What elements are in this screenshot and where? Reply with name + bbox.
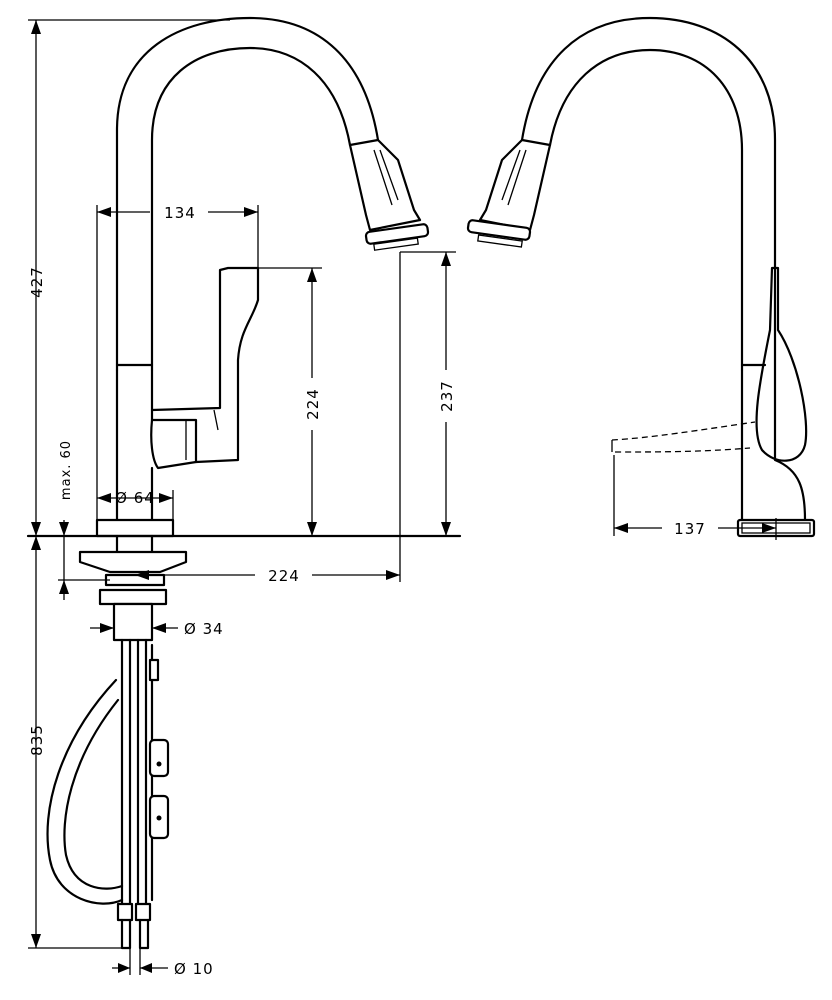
label-hose-length: 835 <box>28 724 46 756</box>
label-max-deck: max. 60 <box>59 440 74 500</box>
front-spray-head <box>478 138 552 232</box>
label-outlet-height: 237 <box>438 380 456 412</box>
weight-screw-lower <box>156 815 162 821</box>
mounting-shank <box>115 534 154 554</box>
supply-pipe-right <box>136 638 148 907</box>
lever-body <box>150 418 198 470</box>
label-lever-height: 224 <box>304 388 322 420</box>
label-reach: 224 <box>268 567 300 585</box>
dimension-labels: 427 835 max. 60 134 224 237 224 Ø 64 Ø 3… <box>28 204 706 978</box>
pipe-clip <box>148 658 160 682</box>
spray-head-grip <box>373 149 399 206</box>
label-lever-clearance: 137 <box>674 520 706 538</box>
spout-inner-curve <box>150 46 352 372</box>
shank-tube <box>112 602 154 642</box>
lever-handle <box>150 266 260 464</box>
weight-screw-upper <box>156 761 162 767</box>
lever-swing-dashed <box>611 421 756 453</box>
label-total-height: 427 <box>28 266 46 298</box>
spray-face <box>364 223 430 245</box>
spray-head <box>348 138 422 232</box>
base-plate <box>95 518 175 538</box>
front-spray-face <box>466 219 532 241</box>
pipe-ends <box>120 918 150 950</box>
front-spray-nozzle <box>477 234 523 248</box>
front-spout-outer <box>520 16 777 442</box>
label-base-diameter: Ø 64 <box>115 489 155 507</box>
dimension-lines <box>28 19 777 975</box>
label-shank-diameter: Ø 34 <box>184 620 224 638</box>
pipe-connector-left <box>116 902 134 922</box>
hose-loop-inner <box>63 698 124 890</box>
body-shaft <box>115 368 154 522</box>
front-lever <box>755 266 808 462</box>
front-body <box>740 368 807 522</box>
lever-detail <box>185 409 219 460</box>
faucet-front-view <box>466 16 816 538</box>
mounting-nut <box>104 573 166 587</box>
faucet-side-view <box>26 16 462 950</box>
mounting-bracket <box>98 588 168 606</box>
front-spout-inner <box>548 48 744 372</box>
label-pipe-diameter: Ø 10 <box>174 960 214 978</box>
supply-pipe-left <box>120 638 132 907</box>
mounting-washer <box>78 550 188 574</box>
spray-nozzle <box>373 237 419 251</box>
hose-weight-upper <box>148 738 170 778</box>
label-spout-width: 134 <box>164 204 196 222</box>
pipe-connector-right <box>134 902 152 922</box>
front-spray-grip <box>501 149 527 206</box>
spout-outer-curve <box>115 16 380 372</box>
hose-loop-outer <box>46 678 124 905</box>
